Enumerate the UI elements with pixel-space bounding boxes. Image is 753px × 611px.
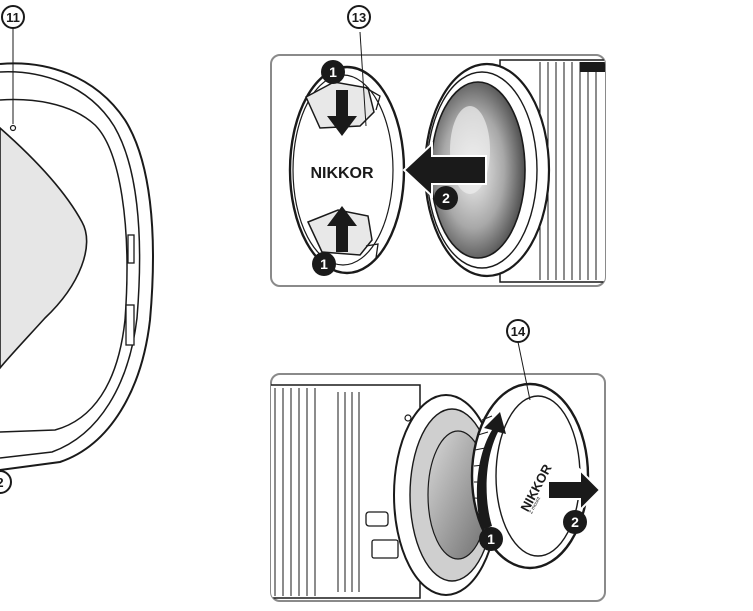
remove-rear-cap-arrow — [547, 467, 602, 513]
step-2-badge-rear: 2 — [563, 510, 587, 534]
svg-text:2: 2 — [0, 475, 4, 490]
step-1-badge-bottom: 1 — [312, 252, 336, 276]
squeeze-up-arrow — [327, 206, 357, 252]
svg-text:11: 11 — [6, 10, 20, 25]
svg-text:1: 1 — [320, 256, 328, 272]
rear-cap-panel: NIKKOR Z mount 1 2 — [270, 341, 606, 602]
step-2-badge-front: 2 — [434, 186, 458, 210]
lens-hood-illustration — [0, 28, 154, 471]
svg-text:14: 14 — [511, 324, 526, 339]
callout-11: 11 — [1, 5, 25, 29]
step-1-badge-top: 1 — [321, 60, 345, 84]
front-cap-panel: NIKKOR 1 1 2 — [270, 31, 606, 287]
squeeze-down-arrow — [327, 90, 357, 136]
step-1-badge-rear: 1 — [479, 527, 503, 551]
rotate-rear-cap-arrow — [476, 412, 506, 530]
svg-text:2: 2 — [571, 514, 579, 530]
svg-text:1: 1 — [487, 531, 495, 547]
callout-2-partial: 2 — [0, 470, 12, 494]
callout-13: 13 — [347, 5, 371, 29]
front-lens-cap: NIKKOR — [288, 31, 406, 275]
svg-text:1: 1 — [329, 64, 337, 80]
callout-14: 14 — [506, 319, 530, 343]
front-cap-brand-text: NIKKOR — [310, 165, 374, 182]
svg-text:2: 2 — [442, 190, 450, 206]
svg-text:13: 13 — [352, 10, 366, 25]
lens-barrel-rear — [271, 384, 421, 599]
remove-front-cap-arrow — [402, 141, 487, 199]
